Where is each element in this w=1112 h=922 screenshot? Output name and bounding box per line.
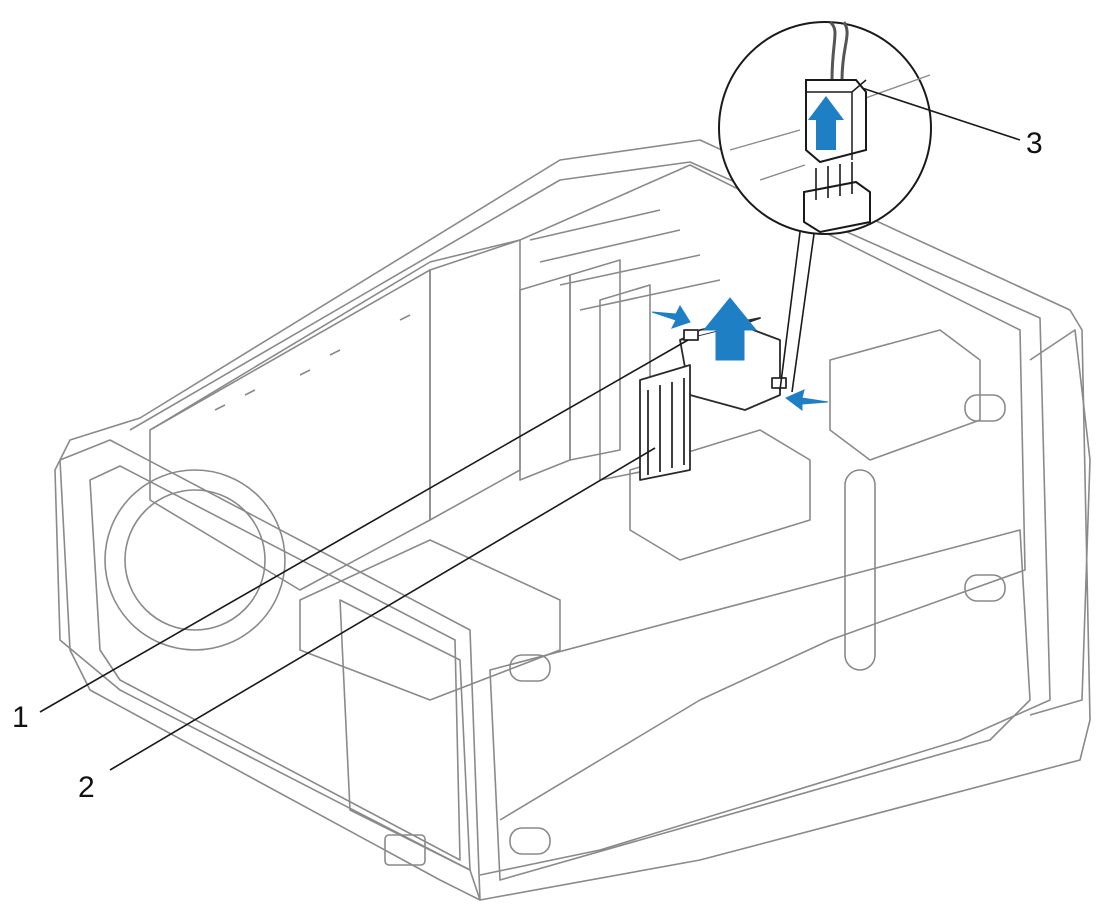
chassis-inner-rim bbox=[129, 161, 1051, 876]
chassis-opening bbox=[149, 164, 1026, 821]
leader-line-3 bbox=[861, 87, 1021, 141]
inset-background-lines bbox=[729, 74, 931, 181]
press-arrow-left-icon bbox=[651, 304, 691, 329]
psu-bay bbox=[299, 539, 561, 701]
motherboard-tray bbox=[429, 239, 521, 521]
side-slot-1 bbox=[509, 654, 551, 682]
front-bezel-inner bbox=[89, 465, 461, 861]
bracket-fins bbox=[639, 364, 691, 481]
callout-label-2: 2 bbox=[78, 771, 95, 804]
leader-line-2 bbox=[109, 447, 656, 771]
callout-label-1: 1 bbox=[12, 701, 29, 734]
rear-frame-right bbox=[1029, 329, 1091, 716]
drive-bay-2 bbox=[569, 259, 621, 461]
front-panel bbox=[339, 599, 471, 871]
front-fan-ring bbox=[104, 469, 286, 651]
expansion-slots bbox=[214, 314, 411, 411]
cable-wires bbox=[828, 20, 849, 81]
front-bezel bbox=[59, 439, 481, 901]
press-arrow-right-icon bbox=[785, 389, 829, 411]
side-handle bbox=[844, 469, 876, 671]
hdd-cage-upper bbox=[829, 329, 981, 461]
side-slot-3 bbox=[964, 574, 1006, 602]
side-slot-4 bbox=[964, 394, 1006, 422]
callout-labels: 1 2 3 bbox=[12, 127, 1043, 804]
drive-bay-1 bbox=[519, 274, 571, 481]
motherboard-header bbox=[803, 180, 871, 234]
chassis-outline bbox=[54, 139, 1091, 901]
callout-leaders bbox=[39, 87, 1021, 771]
bracket-tab-left bbox=[683, 329, 699, 341]
removal-arrows bbox=[651, 297, 829, 411]
chassis-top-rim bbox=[54, 139, 1091, 901]
header-pins bbox=[815, 162, 853, 200]
optical-bay-rails bbox=[529, 209, 721, 311]
hdd-cage-lower bbox=[629, 429, 811, 561]
psu-connector bbox=[384, 834, 426, 866]
side-slot-2 bbox=[509, 827, 551, 855]
rear-wall bbox=[149, 269, 431, 591]
bracket-fin-lines bbox=[647, 378, 685, 475]
front-fan-ring-inner bbox=[124, 489, 266, 631]
detail-inset bbox=[718, 20, 932, 393]
inset-pointer-lines bbox=[779, 231, 815, 393]
connector-face bbox=[806, 79, 867, 160]
graphics-card-bracket bbox=[639, 317, 787, 481]
side-panel bbox=[489, 529, 1031, 881]
callout-label-3: 3 bbox=[1026, 127, 1043, 160]
connector-lift-arrow-icon bbox=[808, 96, 844, 150]
lift-arrow-icon bbox=[702, 297, 758, 361]
leader-line-1 bbox=[39, 339, 689, 713]
bracket-tab-right bbox=[771, 377, 787, 389]
